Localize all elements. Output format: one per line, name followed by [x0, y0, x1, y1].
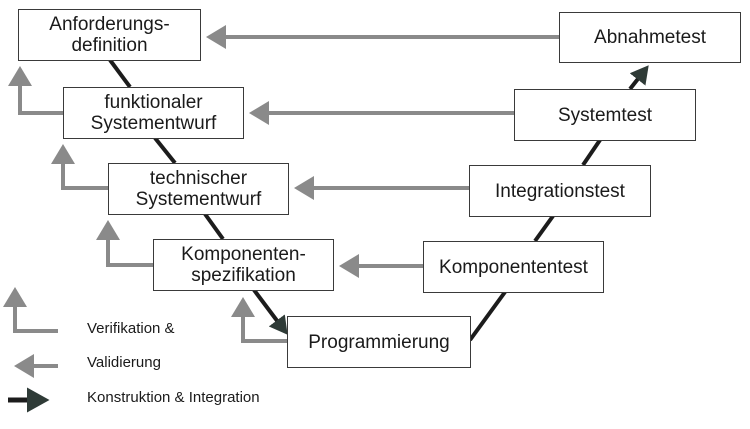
- verification-arrow-3: [96, 220, 153, 267]
- box-komponentenspezifikation: Komponenten- spezifikation: [153, 239, 334, 291]
- box-text-line: spezifikation: [191, 265, 296, 286]
- box-text-line: Systementwurf: [90, 113, 217, 134]
- box-funktionaler-systementwurf: funktionaler Systementwurf: [63, 87, 244, 139]
- box-technischer-systementwurf: technischer Systementwurf: [108, 163, 289, 215]
- legend-validation-label: Validierung: [87, 354, 161, 371]
- construction-line-2: [153, 136, 177, 165]
- verification-arrow-1: [8, 66, 63, 115]
- box-text-line: technischer: [149, 168, 248, 189]
- box-text: Integrationstest: [495, 180, 625, 202]
- verification-arrow-4: [231, 297, 287, 343]
- integration-line-2: [533, 214, 555, 243]
- box-systemtest: Systemtest: [514, 89, 696, 141]
- verification-arrow-2: [51, 144, 108, 190]
- box-text: Komponententest: [439, 256, 588, 278]
- box-text-line: definition: [71, 35, 148, 56]
- box-text-line: funktionaler: [104, 92, 203, 113]
- box-text-line: Systementwurf: [135, 189, 262, 210]
- construction-arrow-to-programmierung: [252, 288, 288, 335]
- legend-verification-symbol: [3, 287, 58, 333]
- integration-line-3: [581, 138, 602, 167]
- box-integrationstest: Integrationstest: [469, 165, 651, 217]
- box-abnahmetest: Abnahmetest: [559, 12, 741, 63]
- box-anforderungsdefinition: Anforderungs- definition: [18, 9, 201, 61]
- construction-line-3: [203, 212, 225, 241]
- box-programmierung: Programmierung: [287, 316, 471, 368]
- box-text: Systemtest: [558, 104, 652, 126]
- integration-line-1: [468, 290, 507, 342]
- legend-construction-label: Konstruktion & Integration: [87, 389, 260, 406]
- legend-verification-label: Verifikation &: [87, 320, 175, 337]
- box-text: Programmierung: [308, 331, 450, 353]
- construction-line-1: [108, 58, 132, 89]
- box-text-line: Komponenten-: [181, 244, 306, 265]
- box-text-line: Anforderungs-: [49, 14, 170, 35]
- box-text: Abnahmetest: [594, 27, 706, 48]
- integration-arrow-to-abnahmetest: [628, 65, 649, 91]
- box-komponententest: Komponententest: [423, 241, 604, 293]
